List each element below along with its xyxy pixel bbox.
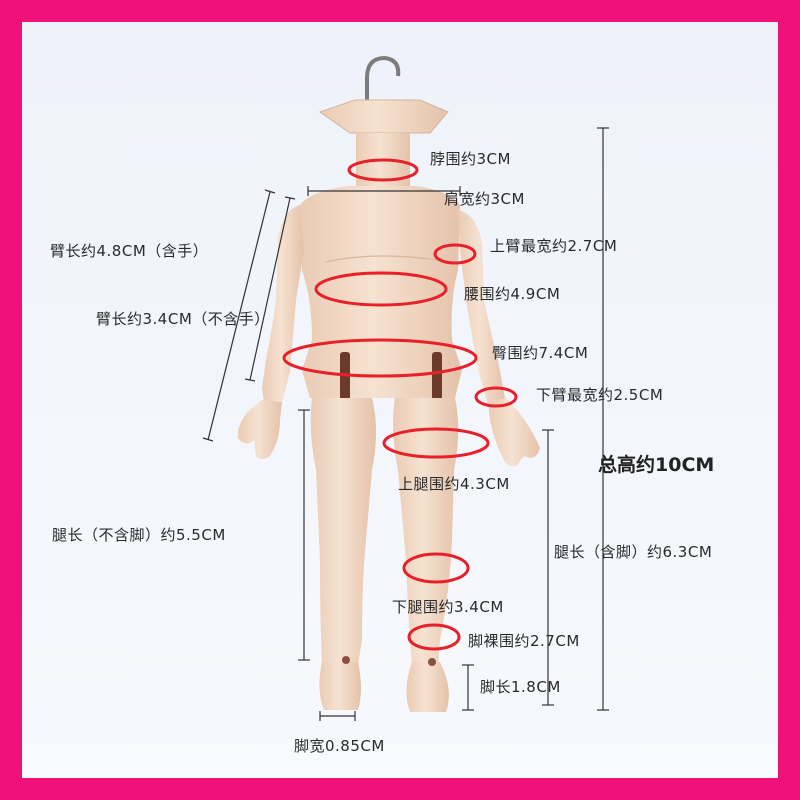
hip-joint-slot-right — [432, 352, 442, 400]
left-hand — [237, 400, 282, 459]
label-upper-arm-width: 上臂最宽约2.7CM — [490, 237, 618, 255]
label-arm-with-hand: 臂长约4.8CM（含手） — [50, 242, 209, 260]
label-leg-with-foot: 腿长（含脚）约6.3CM — [554, 543, 713, 561]
right-leg — [393, 398, 459, 665]
label-shoulder: 肩宽约3CM — [444, 190, 525, 208]
neck-ring — [347, 158, 419, 182]
upper-arm-ring — [433, 243, 477, 265]
neck-plate — [318, 99, 449, 134]
label-leg-without-foot: 腿长（不含脚）约5.5CM — [52, 526, 226, 544]
hip-ring — [282, 338, 478, 378]
label-foot-width: 脚宽0.85CM — [294, 737, 385, 755]
label-total-height: 总高约10CM — [598, 454, 715, 476]
right-hand — [488, 398, 540, 467]
label-hip: 臀围约7.4CM — [492, 344, 589, 362]
photo-area: 脖围约3CM 肩宽约3CM 臂长约4.8CM（含手） 上臂最宽约2.7CM 腰围… — [22, 22, 778, 778]
ankle-ring — [407, 623, 461, 651]
calf-ring — [402, 552, 470, 584]
label-arm-without-hand: 臂长约3.4CM（不含手） — [96, 310, 270, 328]
label-calf: 下腿围约3.4CM — [392, 598, 504, 616]
label-thigh: 上腿围约4.3CM — [398, 475, 510, 493]
waist-ring — [314, 271, 448, 307]
right-foot — [406, 662, 449, 712]
label-forearm-width: 下臂最宽约2.5CM — [536, 386, 664, 404]
label-ankle: 脚裸围约2.7CM — [468, 632, 580, 650]
forearm-ring — [474, 386, 518, 408]
thigh-ring — [382, 427, 490, 459]
label-neck: 脖围约3CM — [430, 150, 511, 168]
left-foot — [319, 662, 361, 710]
hanger-hook — [365, 55, 401, 120]
left-leg — [310, 398, 376, 665]
doll-figure — [202, 55, 609, 721]
left-arm — [262, 205, 304, 402]
label-foot-length: 脚长1.8CM — [480, 678, 561, 696]
label-waist: 腰围约4.9CM — [464, 285, 561, 303]
torso — [300, 186, 462, 398]
